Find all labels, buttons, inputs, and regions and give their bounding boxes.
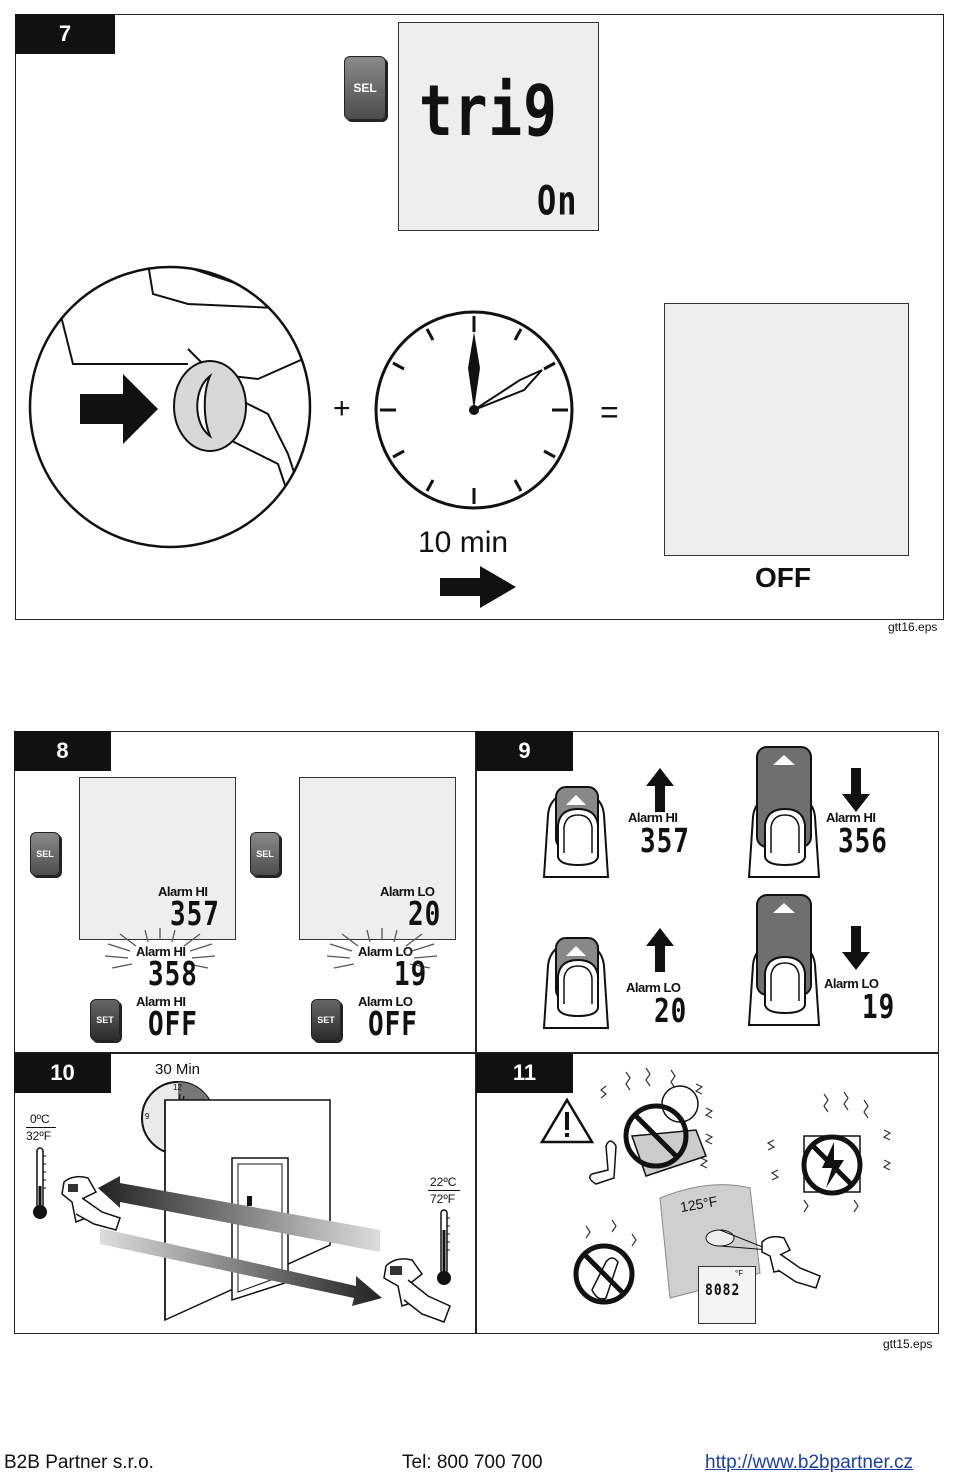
lcd-alarm-hi: Alarm HI 357 bbox=[79, 777, 236, 940]
cold-divider bbox=[26, 1127, 56, 1128]
step-number-11: 11 bbox=[476, 1053, 573, 1093]
blink-rays-left bbox=[104, 928, 216, 969]
device-value: 8082 bbox=[705, 1281, 741, 1300]
duration-label: 10 min bbox=[418, 526, 509, 559]
sel-button-right[interactable]: SEL bbox=[250, 832, 280, 876]
room-door-illustration bbox=[98, 1099, 382, 1322]
readout-3-value: 20 bbox=[654, 993, 688, 1031]
step-number-9: 9 bbox=[476, 731, 573, 771]
arrow-right-icon bbox=[440, 566, 516, 608]
panel-9 bbox=[476, 731, 939, 1053]
thermometer-gun-left bbox=[61, 1175, 121, 1231]
blink-alarm-lo-value: 19 bbox=[394, 956, 428, 994]
readout-4-label: Alarm LO bbox=[824, 976, 879, 991]
arrow-up-icon-2 bbox=[646, 928, 674, 972]
thermometer-gun-right bbox=[383, 1258, 451, 1323]
readout-3-label: Alarm LO bbox=[626, 980, 681, 995]
warm-fahrenheit: 72ºF bbox=[430, 1192, 456, 1206]
device-unit: °F bbox=[735, 1269, 744, 1278]
alarm-lo-value: 20 bbox=[408, 896, 442, 934]
step-number-7: 7 bbox=[15, 14, 115, 54]
sel-button-left[interactable]: SEL bbox=[30, 832, 60, 876]
panel-11 bbox=[476, 1053, 939, 1334]
file-label-top: gtt16.eps bbox=[888, 620, 938, 634]
warm-divider bbox=[428, 1190, 460, 1191]
blink-alarm-hi-label: Alarm HI bbox=[136, 944, 186, 959]
blink-rays-right bbox=[326, 928, 438, 969]
thermometer-cold-icon bbox=[33, 1147, 47, 1219]
readout-1-label: Alarm HI bbox=[628, 810, 678, 825]
set-button-right[interactable]: SET bbox=[311, 999, 341, 1041]
plus-sign: + bbox=[333, 392, 351, 425]
footer-url-link[interactable]: http://www.b2bpartner.cz bbox=[705, 1452, 914, 1473]
step-number-10: 10 bbox=[14, 1053, 111, 1093]
panel-8 bbox=[14, 731, 476, 1053]
warning-icon bbox=[539, 1097, 595, 1144]
lcd-display-off bbox=[664, 303, 909, 556]
thermometer-warm-icon bbox=[437, 1209, 451, 1285]
alarm-lo-label: Alarm LO bbox=[380, 884, 435, 899]
lcd-main-text: tri9 bbox=[419, 71, 558, 153]
up-button-short-2 bbox=[542, 937, 610, 1029]
trigger-hand-illustration bbox=[28, 265, 312, 549]
off-alarm-hi-value: OFF bbox=[148, 1006, 198, 1044]
warm-celsius: 22ºC bbox=[430, 1175, 457, 1189]
readout-1-value: 357 bbox=[640, 823, 690, 861]
alarm-hi-value: 357 bbox=[170, 896, 220, 934]
up-button-long-1 bbox=[747, 746, 821, 878]
off-alarm-lo-label: Alarm LO bbox=[358, 994, 413, 1009]
file-label-bottom: gtt15.eps bbox=[883, 1337, 933, 1351]
arrow-up-icon-1 bbox=[646, 768, 674, 812]
lcd-display-trig: tri9 On bbox=[398, 22, 599, 231]
duration-30-label: 30 Min bbox=[155, 1061, 201, 1078]
arrow-down-icon-2 bbox=[842, 926, 870, 970]
blink-alarm-lo-label: Alarm LO bbox=[358, 944, 413, 959]
device-display: °F 8082 bbox=[698, 1266, 756, 1324]
footer-company: B2B Partner s.r.o. bbox=[4, 1452, 154, 1473]
clock-digit-12: 12 bbox=[173, 1083, 182, 1092]
off-alarm-lo-value: OFF bbox=[368, 1006, 418, 1044]
panel-7 bbox=[15, 14, 944, 620]
off-alarm-hi-label: Alarm HI bbox=[136, 994, 186, 1009]
panel-10 bbox=[14, 1053, 476, 1334]
set-button-left[interactable]: SET bbox=[90, 999, 120, 1041]
equals-sign: = bbox=[600, 394, 619, 430]
no-dust-steam-icon bbox=[573, 1219, 637, 1305]
clock-icon bbox=[374, 310, 574, 510]
lcd-sub-text: On bbox=[537, 177, 578, 225]
up-button-short-1 bbox=[542, 786, 610, 878]
no-heat-source-icon bbox=[589, 1067, 714, 1185]
readout-2-label: Alarm HI bbox=[826, 810, 876, 825]
step-number-8: 8 bbox=[14, 731, 111, 771]
readout-4-value: 19 bbox=[862, 989, 896, 1027]
alarm-hi-label: Alarm HI bbox=[158, 884, 208, 899]
up-button-long-2 bbox=[747, 894, 821, 1026]
readout-2-value: 356 bbox=[838, 823, 888, 861]
cold-fahrenheit: 32ºF bbox=[26, 1129, 52, 1143]
cold-celsius: 0ºC bbox=[30, 1112, 50, 1126]
lcd-alarm-lo: Alarm LO 20 bbox=[299, 777, 456, 940]
blink-alarm-hi-value: 358 bbox=[148, 956, 198, 994]
footer-phone: Tel: 800 700 700 bbox=[402, 1452, 543, 1473]
sel-button[interactable]: SEL bbox=[344, 56, 386, 120]
arrow-down-icon-1 bbox=[842, 768, 870, 812]
no-electromagnetic-icon bbox=[766, 1091, 892, 1213]
clock-digit-9: 9 bbox=[145, 1112, 150, 1121]
off-label: OFF bbox=[755, 562, 811, 593]
